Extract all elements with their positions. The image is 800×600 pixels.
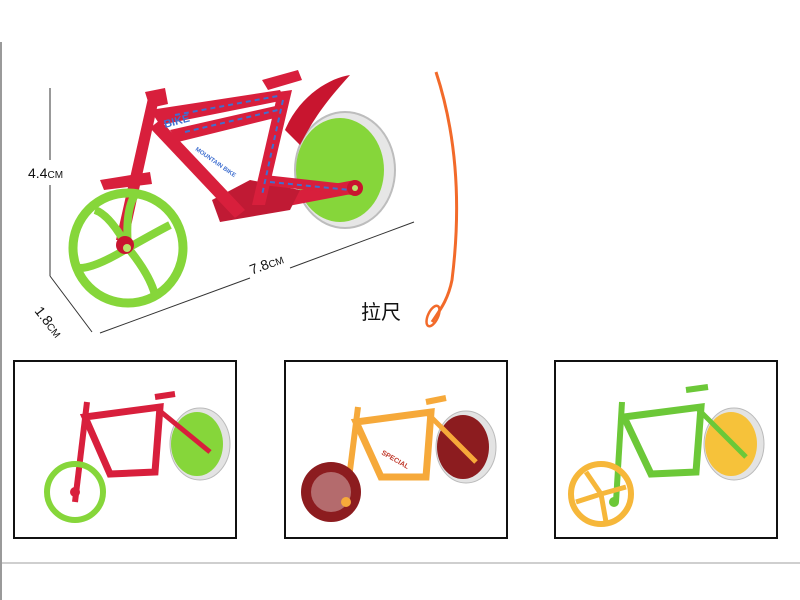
variant-thumbnail-green[interactable] [554,360,778,539]
svg-text:SPECIAL: SPECIAL [380,450,410,472]
bottom-divider [2,562,800,564]
bike-thumbnail-green [568,384,765,527]
bike-thumbnail-orange: SPECIAL [301,395,497,522]
ruler-label: 拉尺 [361,300,401,324]
bike-thumbnail-red [44,391,231,523]
page-left-edge [0,42,2,600]
variant-thumbnail-red[interactable] [13,360,237,539]
height-dimension-label: 4.4CM [28,165,64,181]
variant-thumbnail-orange[interactable]: SPECIAL [284,360,508,539]
